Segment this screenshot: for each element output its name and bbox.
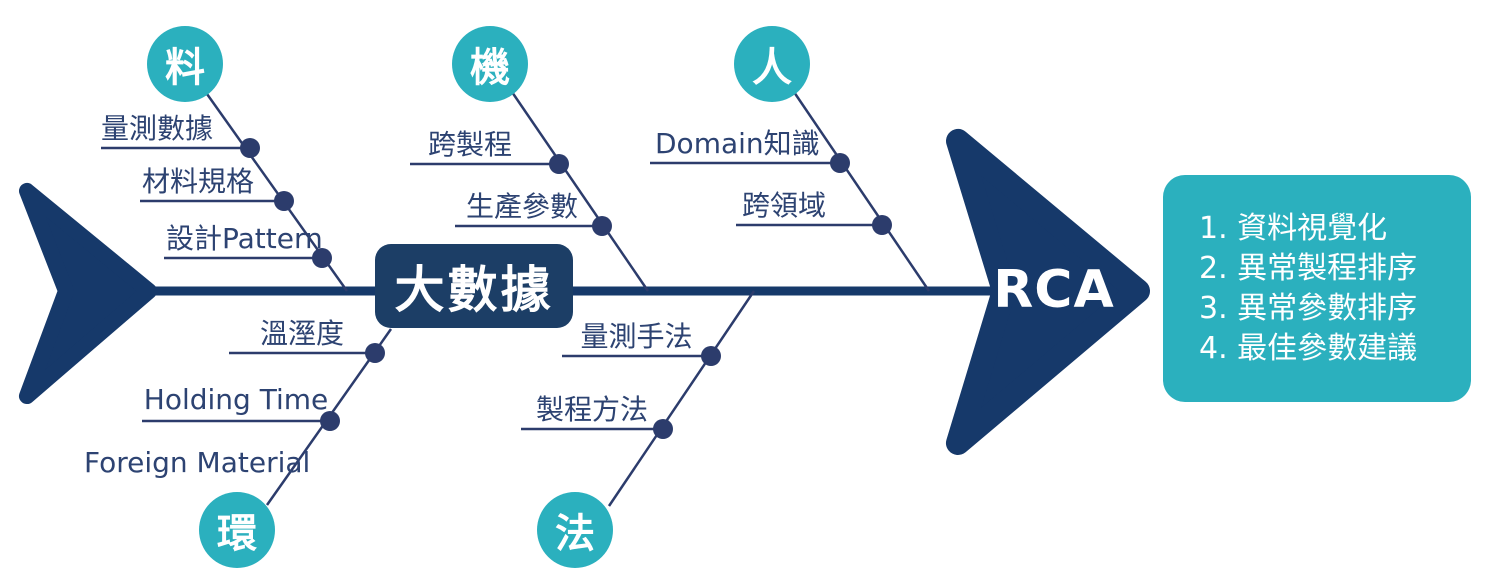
cause-label-process-method: 製程方法 <box>535 393 648 426</box>
category-circle-machine: 機 <box>452 26 528 102</box>
branch-dot <box>872 215 892 235</box>
outcome-item-data-visualization: 1. 資料視覺化 <box>1199 210 1388 246</box>
rca-arrow-shape <box>946 129 1150 455</box>
branch-dot <box>701 346 721 366</box>
cause-label-material-spec: 材料規格 <box>142 165 255 198</box>
branch-dot <box>830 153 850 173</box>
cause-label-production-params: 生產參數 <box>466 190 579 223</box>
branch-dot <box>312 248 332 268</box>
cause-label-cross-field: 跨領域 <box>742 189 827 222</box>
branch-dot <box>592 216 612 236</box>
outcome-item-abnormal-parameter-ranking: 3. 異常參數排序 <box>1199 290 1418 326</box>
category-circle-man: 人 <box>734 26 810 102</box>
branch-dot <box>653 419 673 439</box>
cause-label-measurement-method: 量測手法 <box>580 320 693 353</box>
branch-line-machine <box>510 91 650 292</box>
branch-dot <box>549 154 569 174</box>
category-circle-environment: 環 <box>199 492 275 568</box>
cause-label-foreign-material: Foreign Material <box>84 446 311 479</box>
branch-line-method <box>607 290 756 507</box>
branch-dot <box>365 343 385 363</box>
branch-dot <box>274 191 294 211</box>
cause-label-temp-humidity: 溫溼度 <box>259 317 344 350</box>
category-circle-method: 法 <box>537 492 613 568</box>
cause-label-domain-knowledge: Domain知識 <box>655 127 820 160</box>
outcome-item-abnormal-process-ranking: 2. 異常製程排序 <box>1199 250 1418 286</box>
rca-outcomes-box: 1. 資料視覺化 2. 異常製程排序 3. 異常參數排序 4. 最佳參數建議 <box>1163 175 1471 402</box>
tail-arrow-shape <box>19 183 157 404</box>
outcome-item-best-parameter-suggestion: 4. 最佳參數建議 <box>1199 330 1418 366</box>
branch-dot <box>240 138 260 158</box>
center-node-big-data: 大數據 <box>375 244 573 328</box>
cause-label-measurement-data: 量測數據 <box>101 112 214 145</box>
branch-line-man <box>792 91 931 292</box>
effect-label-rca: RCA <box>993 260 1115 320</box>
cause-label-design-pattern: 設計Pattern <box>166 222 323 255</box>
category-circle-material: 料 <box>147 26 223 102</box>
branch-dot <box>320 411 340 431</box>
cause-label-holding-time: Holding Time <box>143 383 329 416</box>
cause-label-cross-process: 跨製程 <box>428 128 513 161</box>
